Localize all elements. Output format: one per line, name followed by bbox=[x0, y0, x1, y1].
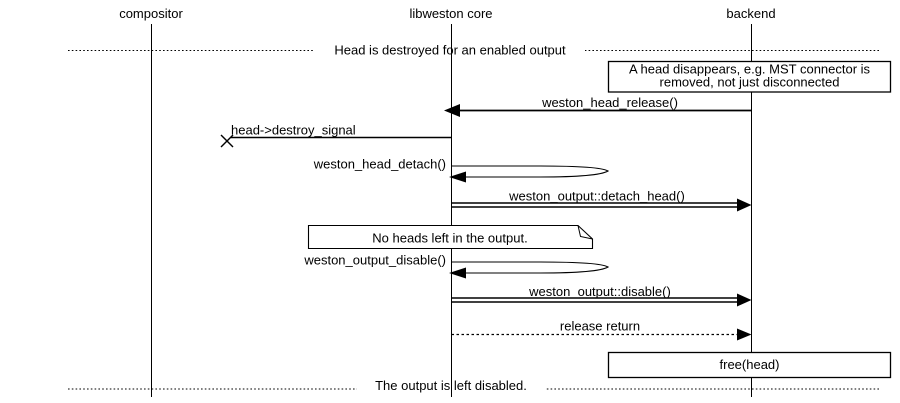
message-release-return: release return bbox=[451, 319, 752, 341]
arrowhead-left bbox=[449, 171, 466, 183]
message-label: weston_head_detach() bbox=[313, 157, 446, 172]
note-text: No heads left in the output. bbox=[372, 231, 527, 246]
participant-label-libweston-core: libweston core bbox=[409, 6, 492, 21]
arrowhead-right bbox=[737, 293, 752, 307]
message-label: release return bbox=[560, 319, 640, 334]
comment-box-line-1: A head disappears, e.g. MST connector is bbox=[629, 62, 871, 77]
arrowhead-left bbox=[449, 267, 466, 279]
lost-message-cross bbox=[220, 134, 234, 148]
action-box-shape bbox=[607, 351, 892, 379]
message-label: head->destroy_signal bbox=[231, 123, 356, 138]
message-weston-output-disable: weston_output::disable() bbox=[451, 284, 752, 307]
action-box-free-head: free(head) bbox=[607, 351, 892, 379]
participant-label-compositor: compositor bbox=[119, 6, 183, 21]
divider-text-bg bbox=[315, 42, 585, 57]
note-shape bbox=[307, 224, 594, 250]
comment-box-shape bbox=[607, 60, 892, 93]
message-label: weston_output::detach_head() bbox=[508, 189, 685, 204]
divider-text: Head is destroyed for an enabled output bbox=[334, 43, 566, 58]
arrowhead-right bbox=[737, 328, 752, 341]
self-message-loop bbox=[451, 261, 610, 274]
message-head-destroy-signal: head->destroy_signal bbox=[220, 123, 452, 148]
arrowhead-left bbox=[444, 104, 460, 117]
note-no-heads-left: No heads left in the output. bbox=[307, 224, 594, 250]
note-fold-icon bbox=[577, 225, 593, 240]
self-message-weston-head-detach: weston_head_detach() bbox=[313, 157, 610, 183]
comment-box-line-2: removed, not just disconnected bbox=[660, 75, 840, 90]
comment-box-head-disappears: A head disappears, e.g. MST connector is… bbox=[607, 60, 892, 93]
arrowhead-right bbox=[737, 198, 752, 212]
divider-output-disabled: The output is left disabled. bbox=[68, 378, 880, 393]
self-message-loop bbox=[451, 165, 610, 178]
action-box-label: free(head) bbox=[720, 357, 780, 372]
message-weston-output-detach-head: weston_output::detach_head() bbox=[451, 189, 752, 212]
message-label: weston_output_disable() bbox=[303, 253, 446, 268]
message-label: weston_output::disable() bbox=[528, 284, 671, 299]
self-message-weston-output-disable: weston_output_disable() bbox=[303, 253, 610, 279]
divider-head-destroyed: Head is destroyed for an enabled output bbox=[68, 42, 880, 58]
message-label: weston_head_release() bbox=[541, 95, 678, 110]
message-weston-head-release: weston_head_release() bbox=[444, 95, 752, 117]
participant-label-backend: backend bbox=[726, 6, 775, 21]
